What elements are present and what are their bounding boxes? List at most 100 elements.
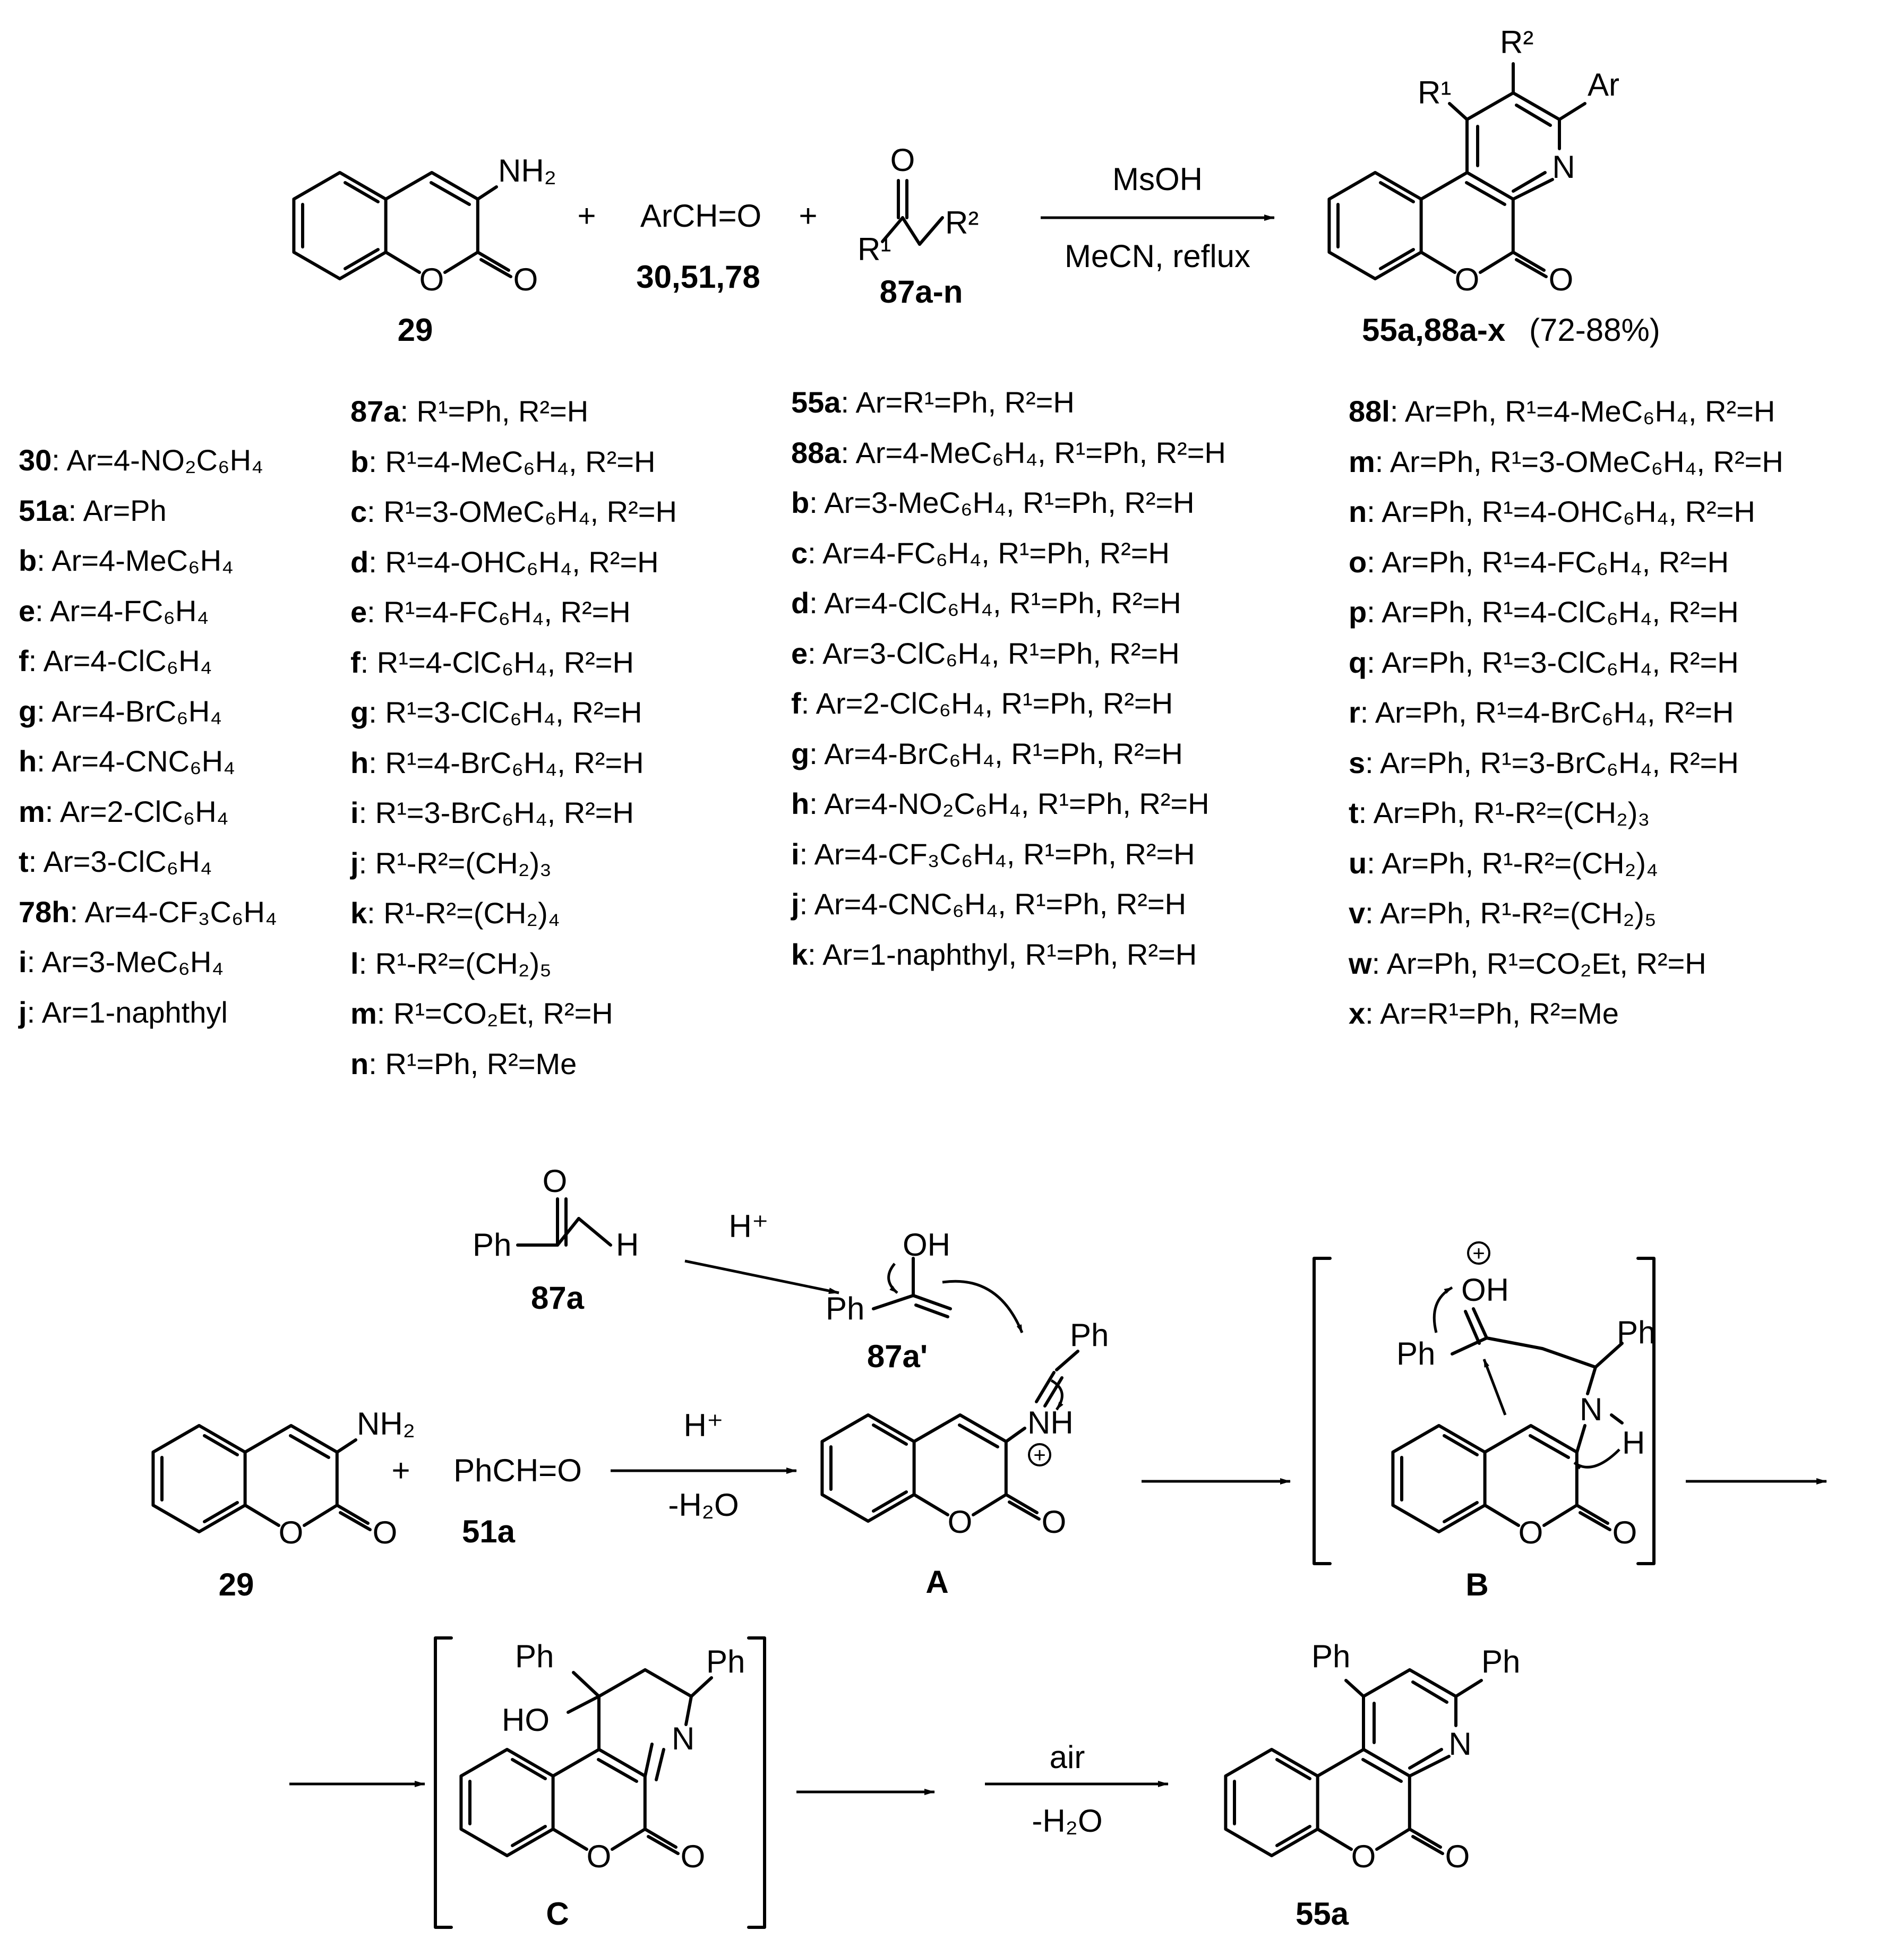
ph-label: Ph (473, 1227, 511, 1263)
substituent-text: : R¹-R²=(CH₂)₃ (358, 846, 552, 880)
compound-id: 51a (19, 493, 68, 527)
aryl-row: e: Ar=4-FC₆H₄ (19, 586, 277, 637)
substituent-text: : R¹=4-FC₆H₄, R²=H (367, 595, 631, 629)
product-row: h: Ar=4-NO₂C₆H₄, R¹=Ph, R²=H (791, 778, 1226, 829)
mech-amine-29: NH₂ 29 (153, 1406, 415, 1602)
product-55a-label: 55a (1296, 1896, 1349, 1932)
product-row: n: Ar=Ph, R¹=4-OHC₆H₄, R²=H (1349, 487, 1783, 537)
compound-id: e (350, 595, 367, 629)
intermediate-c-label: C (546, 1896, 569, 1932)
compound-id: d (791, 586, 810, 620)
top-ketone-87: O R¹ R² 87a-n (857, 142, 979, 310)
plus-sign-1: + (577, 198, 596, 234)
plus-sign-3: + (391, 1453, 410, 1488)
compound-id: h (791, 787, 810, 820)
enolization-arrow (684, 1259, 839, 1294)
acid-label-2: H⁺ (684, 1408, 724, 1443)
substituent-text: : Ar=Ph, R¹=CO₂Et, R²=H (1371, 946, 1706, 980)
ph-label: Ph (1311, 1638, 1350, 1674)
ketone-row: k: R¹-R²=(CH₂)₄ (350, 888, 677, 939)
aldehyde-ids: 30,51,78 (636, 259, 760, 295)
product-row: e: Ar=3-ClC₆H₄, R¹=Ph, R²=H (791, 628, 1226, 679)
substituent-text: : Ar=2-ClC₆H₄, R¹=Ph, R²=H (801, 687, 1173, 720)
ketone-row: m: R¹=CO₂Et, R²=H (350, 989, 677, 1039)
substituent-text: : Ar=R¹=Ph, R²=H (840, 385, 1075, 419)
product-row: 88a: Ar=4-MeC₆H₄, R¹=Ph, R²=H (791, 427, 1226, 478)
compound-id: b (19, 544, 37, 577)
oh-plus-label: OH (1461, 1272, 1509, 1308)
ketone-row: 87a: R¹=Ph, R²=H (350, 387, 677, 437)
ketone-oxygen: O (543, 1163, 568, 1199)
compound-id: m (1349, 444, 1375, 478)
substituent-text: : R¹=4-MeC₆H₄, R²=H (368, 444, 656, 478)
substituent-text: : Ar=4-NO₂C₆H₄ (52, 443, 263, 477)
compound-id: g (791, 736, 810, 770)
aryl-row: g: Ar=4-BrC₆H₄ (19, 687, 277, 737)
n-label: N (1448, 1726, 1471, 1762)
substituent-text: : Ar=3-MeC₆H₄ (27, 945, 224, 979)
top-reactant-29: NH₂ 29 (294, 153, 556, 348)
substituent-text: : Ar=4-NO₂C₆H₄, R¹=Ph, R²=H (809, 787, 1210, 820)
substituent-text: : Ar=4-CF₃C₆H₄ (70, 895, 277, 929)
dehydration-label-2: -H₂O (1032, 1803, 1102, 1839)
substituent-text: : Ar=4-CF₃C₆H₄, R¹=Ph, R²=H (799, 837, 1195, 871)
compound-id: h (350, 745, 369, 779)
compound-id: l (350, 946, 359, 980)
substituent-text: : Ar=R¹=Ph, R²=Me (1365, 997, 1619, 1030)
substituent-text: : Ar=4-MeC₆H₄ (37, 544, 234, 577)
substituent-text: : Ar=1-naphthyl (27, 995, 228, 1029)
compound-id: s (1349, 745, 1366, 779)
oxonium-charge: + (1472, 1242, 1485, 1265)
compound-id: m (350, 997, 377, 1030)
aryl-row: b: Ar=4-MeC₆H₄ (19, 536, 277, 586)
compound-id: 88a (791, 435, 841, 469)
intermediate-b-label: B (1465, 1567, 1488, 1602)
product-row: 55a: Ar=R¹=Ph, R²=H (791, 377, 1226, 427)
compound-29-label: 29 (398, 312, 433, 348)
product-row: c: Ar=4-FC₆H₄, R¹=Ph, R²=H (791, 528, 1226, 578)
substituent-text: : Ar=Ph, R¹-R²=(CH₂)₃ (1358, 796, 1650, 829)
dehydration-label-1: -H₂O (668, 1487, 739, 1523)
compound-id: n (1349, 495, 1367, 528)
oh-label: OH (903, 1227, 950, 1263)
substituent-text: : Ar=Ph, R¹=4-OHC₆H₄, R²=H (1367, 495, 1755, 528)
product-row: v: Ar=Ph, R¹-R²=(CH₂)₅ (1349, 888, 1783, 939)
substituent-text: : Ar=3-MeC₆H₄, R¹=Ph, R²=H (809, 486, 1195, 519)
h-label: H (616, 1227, 639, 1263)
substituent-text: : R¹-R²=(CH₂)₅ (358, 946, 552, 980)
substituent-text: : Ar=3-ClC₆H₄, R¹=Ph, R²=H (808, 636, 1180, 670)
ph-label: Ph (706, 1644, 745, 1679)
compound-id: 88l (1349, 394, 1390, 428)
aryl-row: m: Ar=2-ClC₆H₄ (19, 787, 277, 837)
substituent-text: : Ar=4-CNC₆H₄, R¹=Ph, R²=H (799, 887, 1187, 921)
substituent-text: : R¹=CO₂Et, R²=H (376, 997, 613, 1030)
compound-id: g (350, 696, 369, 729)
substituent-text: : R¹=3-OMeC₆H₄, R²=H (367, 495, 677, 528)
compound-id: t (19, 845, 29, 878)
substituent-text: : Ar=4-ClC₆H₄, R¹=Ph, R²=H (809, 586, 1181, 620)
ketone-row: b: R¹=4-MeC₆H₄, R²=H (350, 437, 677, 487)
product-ar: Ar (1588, 67, 1619, 102)
substituent-text: : Ar=4-MeC₆H₄, R¹=Ph, R²=H (840, 435, 1226, 469)
pyridine-nitrogen: N (1552, 149, 1575, 185)
ph-label: Ph (515, 1638, 554, 1674)
compound-29-mech-label: 29 (219, 1567, 254, 1602)
substituent-text: : Ar=4-FC₆H₄, R¹=Ph, R²=H (808, 536, 1170, 570)
r1-label: R¹ (857, 231, 891, 267)
ketone-oxygen: O (890, 142, 915, 178)
top-reaction-arrow: MsOH MeCN, reflux (1041, 161, 1275, 274)
compound-id: u (1349, 846, 1367, 880)
substituent-text: : Ar=Ph, R¹=4-FC₆H₄, R²=H (1367, 545, 1729, 579)
compound-id: e (791, 636, 808, 670)
compound-id: r (1349, 696, 1360, 729)
product-row: 88l: Ar=Ph, R¹=4-MeC₆H₄, R²=H (1349, 387, 1783, 437)
compound-id: e (19, 594, 36, 628)
substituent-text: : Ar=Ph, R¹-R²=(CH₂)₅ (1365, 896, 1657, 930)
intermediate-a-label: A (925, 1564, 948, 1600)
compound-id: j (791, 887, 800, 921)
product-row: k: Ar=1-naphthyl, R¹=Ph, R²=H (791, 929, 1226, 980)
product-row: s: Ar=Ph, R¹=3-BrC₆H₄, R²=H (1349, 738, 1783, 788)
mech-intermediate-c: N Ph HO Ph C (434, 1636, 766, 1932)
r2-label: R² (945, 205, 979, 241)
